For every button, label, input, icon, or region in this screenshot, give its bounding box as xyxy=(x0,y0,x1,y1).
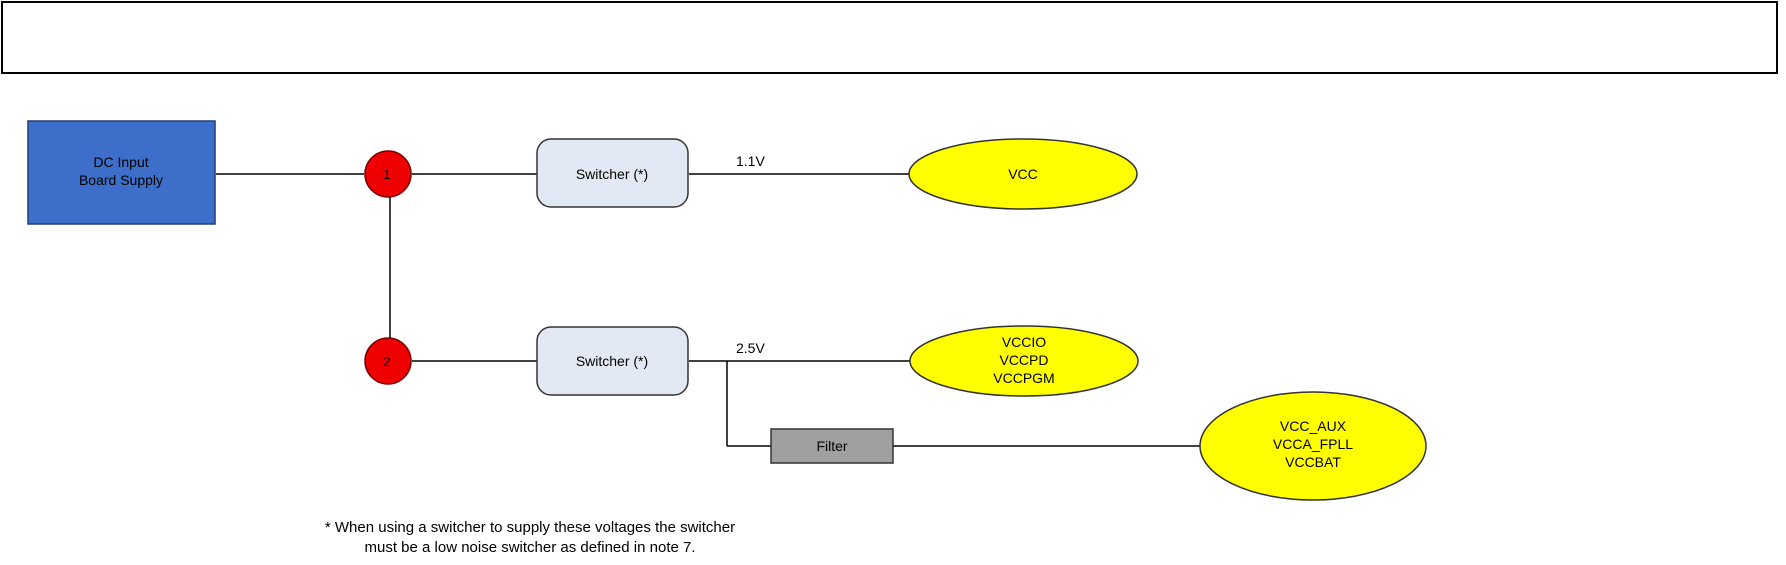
wires xyxy=(216,173,1200,447)
rail-vccpgm-label: VCCPGM xyxy=(993,370,1054,386)
switcher-2: Switcher (*) xyxy=(536,326,689,396)
node-1: 1 xyxy=(364,150,412,198)
rail-vccbat-label: VCCBAT xyxy=(1285,454,1341,470)
rail-vccafpll-label: VCCA_FPLL xyxy=(1273,436,1353,452)
rail-vccpd-label: VCCPD xyxy=(999,352,1048,368)
node-2-label: 2 xyxy=(383,354,390,369)
node-2: 2 xyxy=(364,337,412,385)
rail-vccio-group: VCCIO VCCPD VCCPGM xyxy=(909,325,1139,397)
filter-box: Filter xyxy=(770,428,894,464)
voltage-label-1v1: 1.1V xyxy=(736,153,765,169)
switcher-2-label: Switcher (*) xyxy=(576,353,648,369)
filter-label: Filter xyxy=(816,438,847,454)
rail-vcc: VCC xyxy=(908,138,1138,210)
dc-input-label-1: DC Input xyxy=(93,154,148,170)
title-box xyxy=(1,1,1778,74)
rail-vccio-label: VCCIO xyxy=(1002,334,1046,350)
rail-vccaux-label: VCC_AUX xyxy=(1280,418,1347,434)
voltage-label-2v5: 2.5V xyxy=(736,340,765,356)
switcher-1: Switcher (*) xyxy=(536,138,689,208)
footnote-line-1: * When using a switcher to supply these … xyxy=(324,519,736,536)
dc-input-label-2: Board Supply xyxy=(79,172,163,188)
footnote-line-2: must be a low noise switcher as defined … xyxy=(364,539,696,556)
rail-vcc-label: VCC xyxy=(1008,166,1038,182)
footnote: * When using a switcher to supply these … xyxy=(230,518,830,558)
switcher-1-label: Switcher (*) xyxy=(576,166,648,182)
node-1-label: 1 xyxy=(383,167,390,182)
dc-input-box: DC Input Board Supply xyxy=(27,120,216,225)
rail-vccaux-group: VCC_AUX VCCA_FPLL VCCBAT xyxy=(1199,391,1427,501)
